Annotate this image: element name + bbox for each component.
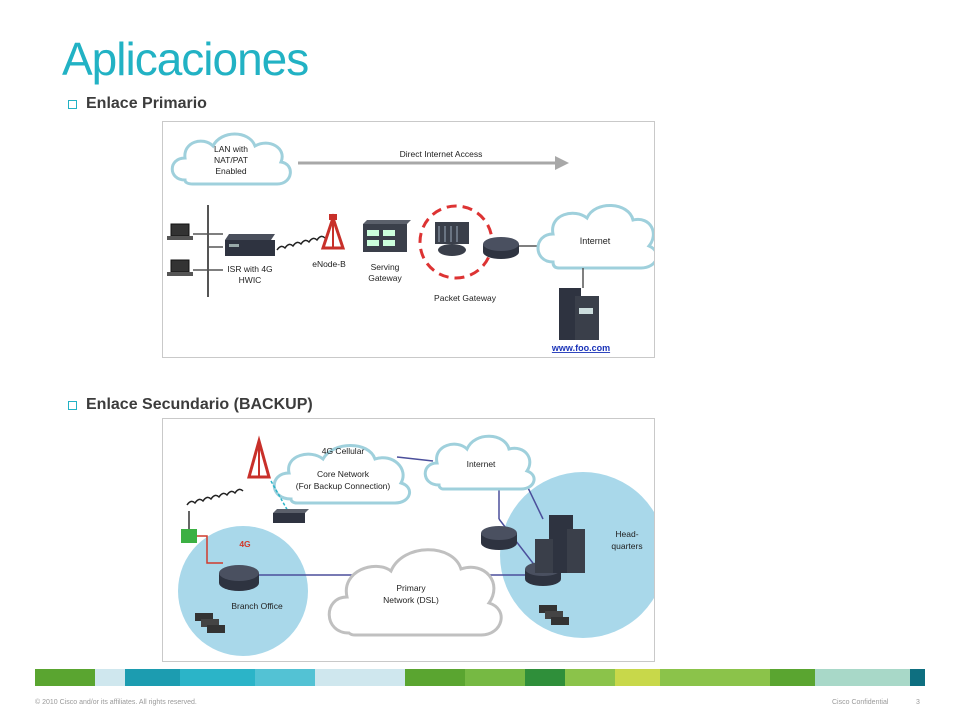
primary-network-cloud-icon — [327, 548, 503, 637]
bullet-backup-label: Enlace Secundario (BACKUP) — [86, 396, 313, 413]
isr-router-icon — [225, 234, 275, 256]
cellular-cloud-line2: Core Network — [317, 469, 370, 479]
backup-link-diagram: 4G Cellular Core Network (For Backup Con… — [162, 418, 666, 662]
red-link-line — [197, 535, 223, 564]
laptop-icon — [167, 259, 193, 276]
footer-page-number: 3 — [916, 699, 920, 706]
footer-color-bar — [35, 669, 925, 686]
laptop-icon — [167, 223, 193, 240]
bullet-primary-link: Enlace Primario — [68, 95, 207, 113]
footer-confidential: Cisco Confidential — [832, 699, 889, 706]
lan-cloud-icon — [170, 132, 292, 186]
checkbox-bullet-icon — [68, 99, 77, 109]
primary-link-diagram-svg: LAN with NAT/PAT Enabled Direct Internet… — [167, 132, 659, 353]
primary-cloud-line2: Network (DSL) — [383, 595, 439, 605]
serving-gateway-icon — [363, 220, 411, 252]
internet-cloud-icon — [423, 434, 536, 491]
workstation-stack-icon — [195, 613, 225, 633]
primary-cloud-line1: Primary — [396, 583, 426, 593]
cellular-cloud-line1: 4G Cellular — [322, 446, 365, 456]
backup-link-diagram-svg: 4G Cellular Core Network (For Backup Con… — [178, 434, 666, 656]
checkbox-bullet-icon — [68, 400, 77, 410]
lan-cloud-line2: NAT/PAT — [214, 155, 248, 165]
router-icon — [483, 237, 519, 259]
backup-internet-label: Internet — [467, 459, 496, 469]
enodeb-label: eNode-B — [312, 259, 346, 269]
bullet-backup-link: Enlace Secundario (BACKUP) — [68, 396, 313, 414]
lan-cloud-line1: LAN with — [214, 144, 248, 154]
cell-tower-icon — [247, 435, 271, 479]
arrow-head-icon — [555, 156, 569, 170]
cellular-router-icon — [273, 509, 309, 523]
hq-label-line2: quarters — [611, 541, 642, 551]
server-url-link[interactable]: www.foo.com — [551, 343, 610, 353]
primary-link-diagram: LAN with NAT/PAT Enabled Direct Internet… — [162, 121, 659, 358]
bullet-primary-label: Enlace Primario — [86, 95, 207, 112]
direct-access-label: Direct Internet Access — [400, 149, 483, 159]
branch-router-icon — [219, 565, 259, 591]
wireless-link-coil — [276, 235, 326, 251]
isr-label-line1: ISR with 4G — [227, 264, 272, 274]
internet-label: Internet — [580, 236, 611, 246]
slide-title: Aplicaciones — [62, 33, 309, 85]
workstation-stack-icon — [539, 605, 569, 625]
hq-router-icon — [481, 526, 517, 550]
packet-gateway-icon — [435, 222, 469, 256]
cellular-core-cloud-icon — [272, 444, 411, 505]
branch-4g-label: 4G — [239, 539, 251, 549]
internet-cloud-icon — [536, 204, 659, 270]
lan-cloud-line3: Enabled — [215, 166, 246, 176]
headquarters-building-icon — [535, 515, 585, 573]
server-icon — [559, 288, 599, 340]
footer-copyright: © 2010 Cisco and/or its affiliates. All … — [35, 699, 197, 706]
wireless-link-coil — [186, 488, 244, 506]
serving-gateway-line1: Serving — [371, 262, 400, 272]
packet-gateway-label: Packet Gateway — [434, 293, 497, 303]
cell-tower-icon — [320, 213, 346, 250]
cellular-cloud-line3: (For Backup Connection) — [296, 481, 391, 491]
serving-gateway-line2: Gateway — [368, 273, 402, 283]
hq-label-line1: Head- — [615, 529, 638, 539]
isr-label-line2: HWIC — [239, 275, 262, 285]
branch-office-label: Branch Office — [231, 601, 283, 611]
4g-modem-icon — [181, 529, 197, 543]
